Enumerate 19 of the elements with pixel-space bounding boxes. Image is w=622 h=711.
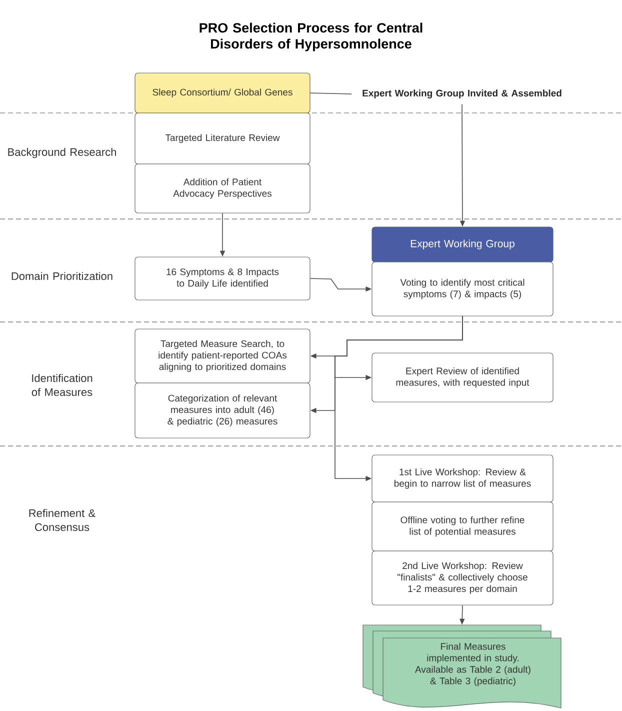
process-box: 1st Live Workshop: Review & begin to narrow list of measures	[372, 454, 554, 502]
section-label: Background Research	[8, 148, 116, 158]
process-box: Addition of Patient Advocacy Perspectives	[134, 164, 310, 214]
process-box: Targeted Measure Search, to identify patient-reported COAs aligning to prioritized domains	[134, 328, 310, 384]
title: PRO Selection Process for Central Disorders of Hypersomnolence	[200, 22, 422, 52]
header-box: Sleep Consortium/ Global Genes	[134, 72, 310, 114]
process-box: Voting to identify most critical symptoms (7) & impacts (5)	[372, 262, 554, 316]
process-box: Targeted Literature Review	[134, 112, 310, 164]
document-stack: Final Measures implemented in study. Available as Table 2 (adult) & Table 3 (pediatric)	[362, 624, 562, 708]
header-box: Expert Working Group	[372, 226, 554, 262]
process-box: 2nd Live Workshop: Review "finalists" & collectively choose 1-2 measures per domain	[372, 550, 554, 606]
section-label: Domain Prioritization	[12, 272, 112, 280]
section-label: Identification of Measures	[32, 374, 92, 396]
process-box: Offline voting to further refine list of potential measures	[372, 502, 554, 552]
step-label: Expert Working Group Invited & Assembled	[362, 90, 562, 98]
process-box: Categorization of relevant measures into adult (46) & pediatric (26) measures	[134, 382, 310, 438]
process-box: 16 Symptoms & 8 Impacts to Daily Life identified	[134, 256, 310, 300]
process-box: Expert Review of identified measures, with requested input	[372, 352, 554, 402]
section-label: Refinement & Consensus	[29, 508, 96, 532]
